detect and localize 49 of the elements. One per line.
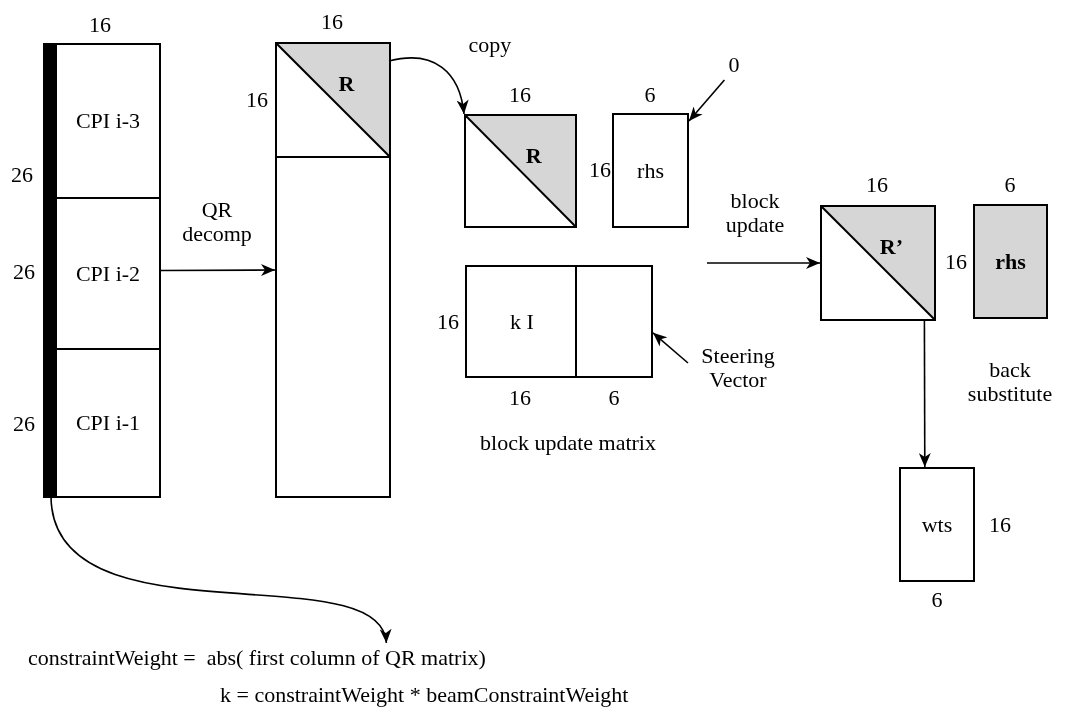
- dimension-label: 6: [608, 385, 620, 411]
- dimension-label: 16: [437, 309, 459, 335]
- column-bar: [45, 45, 57, 496]
- annotation-text: constraintWeight = abs( first column of QR matrix): [28, 643, 668, 673]
- dimension-label: 16: [246, 87, 268, 113]
- dimension-label: 16: [509, 82, 531, 108]
- matrix-block: [275, 42, 391, 498]
- matrix-block: [43, 43, 161, 498]
- dimension-label: 6: [644, 82, 656, 108]
- dimension-label: 6: [931, 587, 943, 613]
- arrow: [706, 257, 821, 269]
- edge-label: block update: [724, 188, 786, 238]
- dimension-label: 16: [509, 385, 531, 411]
- dimension-label: 16: [589, 157, 611, 183]
- dimension-label: 26: [13, 259, 35, 285]
- dimension-label: 16: [945, 249, 967, 275]
- dimension-label: 26: [13, 411, 35, 437]
- dimension-label: 16: [321, 9, 343, 35]
- matrix-label: wts: [921, 512, 953, 537]
- annotation-text: Steering Vector: [688, 343, 788, 393]
- annotation-text: 0: [722, 50, 746, 80]
- edge-label: copy: [467, 32, 513, 58]
- matrix-label: R’: [879, 235, 904, 260]
- matrix-block: [612, 113, 689, 228]
- matrix-block: [899, 467, 975, 582]
- matrix-label: CPI i-1: [75, 410, 141, 436]
- matrix-block: [465, 265, 653, 378]
- arrow: [688, 79, 726, 122]
- arrow: [652, 332, 689, 364]
- matrix-label: R: [338, 72, 355, 97]
- matrix-label: CPI i-2: [75, 261, 141, 286]
- dimension-label: 6: [1004, 172, 1016, 198]
- arrow: [160, 264, 276, 277]
- edge-label: QR decomp: [181, 197, 253, 247]
- arrow: [918, 320, 931, 468]
- matrix-caption: block update matrix: [480, 430, 656, 456]
- formula-text: k = constraintWeight * beamConstraintWeight: [220, 683, 629, 708]
- matrix-label: CPI i-3: [75, 108, 141, 134]
- matrix-label: R: [525, 143, 542, 168]
- matrix-label: rhs: [637, 158, 664, 183]
- edge-label: back substitute: [966, 357, 1054, 407]
- dimension-label: 26: [11, 162, 33, 188]
- matrix-label: rhs: [995, 249, 1026, 274]
- dimension-label: 16: [989, 512, 1011, 538]
- matrix-label: k I: [510, 309, 534, 334]
- matrix-block: [973, 204, 1048, 319]
- arrow: [388, 57, 468, 115]
- dimension-label: 16: [866, 172, 888, 198]
- dimension-label: 16: [89, 12, 111, 38]
